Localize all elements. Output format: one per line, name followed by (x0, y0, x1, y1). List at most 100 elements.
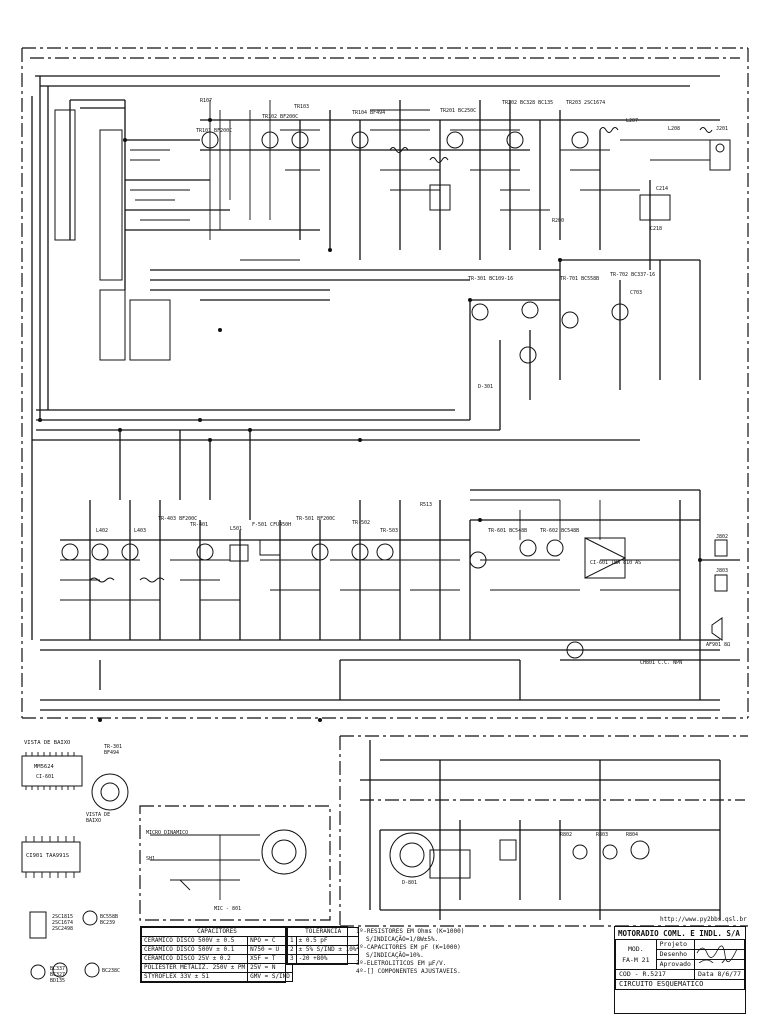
legend-type-bc327: BC327 (50, 972, 66, 978)
cap-row-5-code: GMV = S/IND (247, 972, 293, 982)
label-tr701: TR-701 BC558B (560, 276, 600, 282)
mic-label-mid: SH1 (146, 856, 156, 862)
label-r513: R513 (420, 502, 433, 508)
code-cell: COD - R.5217 (615, 969, 695, 980)
label-j802: J802 (716, 534, 729, 540)
model-value: FA-M 21 (622, 955, 650, 964)
label-tr202: TR202 BC328 BC135 (502, 100, 554, 106)
legend-ic-name: MM5624 (34, 764, 54, 770)
label-l501: L501 (230, 526, 243, 532)
label-tr203: TR203 2SC1674 (566, 100, 606, 106)
legend-type-bd135: BD135 (50, 978, 66, 984)
cap-row-2-type: CERAMICO DISCO 500V ± 0.1 (140, 945, 249, 955)
legend-type-2sc2498: 2SC2498 (52, 926, 74, 932)
label-tr101: TR101 BF200C (196, 128, 233, 134)
label-tr103: TR103 (294, 104, 310, 110)
tol-row-1-key: 1 (287, 936, 297, 946)
label-d301: D-301 (478, 384, 494, 390)
legend-type-bc239: BC239 (100, 920, 116, 926)
legend-type-bc558b: BC558B (100, 914, 119, 920)
legend-type-bc337: BC337 (50, 966, 66, 972)
tolerance-table-title: TOLERANCIA (286, 927, 360, 937)
label-tr602: TR-602 BC548B (540, 528, 580, 534)
legend-type-2sc1815: 2SC1815 (52, 914, 74, 920)
note-2b: S/INDICAÇÃO=10%. (366, 952, 424, 959)
cap-row-1-type: CERAMICO DISCO 500V ± 0.5 (140, 936, 249, 946)
model-label: MOD. (627, 944, 644, 953)
tolerance-table: TOLERANCIA 1± 0.5 pF 2± 5% S/IND ± 10% 3… (286, 926, 360, 965)
title-block: MOTORADIO COML. E INDL. S/A MOD. FA-M 21… (614, 926, 746, 1014)
tol-row-1-value: ± 0.5 pF (295, 936, 360, 946)
legend-transistor-label: TR-301 BF494 (104, 744, 123, 756)
label-tr503: TR-503 (380, 528, 399, 534)
label-c218: C218 (650, 226, 663, 232)
tol-row-3-key: 3 (287, 954, 297, 964)
label-f501: F-501 CFU450H (252, 522, 292, 528)
legend-transistor-group-3: BC337 BC327 BD135 (50, 966, 65, 984)
note-3: 3º-ELETROLITICOS EM µF/V. (356, 960, 447, 967)
label-c214: C214 (656, 186, 669, 192)
mic-block-wires (150, 834, 260, 900)
label-d801: D-801 (402, 880, 418, 886)
legend-type-2sc1674: 2SC1674 (52, 920, 74, 926)
row-aprovado-label: Aprovado (655, 959, 695, 970)
mic-label-top: MICRO DINAMICO (146, 830, 189, 836)
label-l208: L208 (668, 126, 681, 132)
note-2: 2º-CAPACITORES EM pF (K=1000) (356, 944, 461, 951)
cap-row-5-type: STYROFLEX 33V ± 51 (140, 972, 249, 982)
label-j201: J201 (716, 126, 729, 132)
legend-ic-pinout (21, 752, 100, 980)
legend-transistor-group-2: BC558B BC239 (100, 914, 118, 926)
legend-transistor-group-1: 2SC1815 2SC1674 2SC2498 (52, 914, 73, 932)
frame-dashed-inner (30, 57, 748, 927)
label-af901: AF901 8Ω (706, 642, 731, 648)
label-tr502: TR-502 (352, 520, 371, 526)
note-1b: S/INDICAÇÃO=1/8W±5%. (366, 936, 439, 943)
junction-dots (38, 118, 702, 722)
label-r804: R804 (626, 832, 639, 838)
company-name: MOTORADIO COML. E INDL. S/A (618, 929, 740, 938)
label-tr301: TR-301 BC109-16 (468, 276, 514, 282)
mic-block-border (139, 805, 331, 921)
date-cell: Data 8/6/77 (693, 969, 746, 980)
label-tr501: TR-501 BF200C (296, 516, 336, 522)
model-cell: MOD. FA-M 21 (615, 939, 657, 970)
label-c703: C703 (630, 290, 643, 296)
label-l207: L207 (626, 118, 639, 124)
row-projeto-label: Projeto (655, 939, 695, 950)
label-j803: J803 (716, 568, 729, 574)
legend-ic-bottom: CI901 TAA991S (26, 853, 70, 859)
tol-row-2-value: ± 5% S/IND ± 10% (295, 945, 360, 955)
label-tr702: TR-702 BC337-16 (610, 272, 656, 278)
connector-symbols (91, 773, 517, 879)
label-tr104: TR104 BF494 (352, 110, 386, 116)
tol-row-2-key: 2 (287, 945, 297, 955)
label-l402: L402 (96, 528, 109, 534)
label-tr403: TR-403 BF200C (158, 516, 198, 522)
tol-row-3-value: -20 +80% (295, 954, 360, 964)
cap-row-3-type: CERAMICO DISCO 25V ± 0.2 (140, 954, 249, 964)
label-r107: R107 (200, 98, 213, 104)
cap-row-4-type: POLIESTER METALIZ. 250V ± PM (140, 963, 249, 973)
legend-ic-sub: CI-601 (36, 774, 55, 780)
transistor-symbols (61, 131, 725, 860)
drawing-title: CIRCUITO ESQUEMATICO (615, 979, 745, 990)
label-r802: R802 (560, 832, 573, 838)
label-tr102: TR102 BF200C (262, 114, 299, 120)
note-4: 4º-[] COMPONENTES AJUSTAVEIS. (356, 968, 461, 975)
label-l403: L403 (134, 528, 147, 534)
frame-dashed-outer (21, 47, 749, 719)
block-components (54, 109, 731, 641)
source-url: http://www.py2bbs.qsl.br (660, 916, 747, 923)
legend-vista-de-baixo-left: VISTA DE BAIXO (24, 740, 71, 746)
label-r200: R200 (552, 218, 565, 224)
signature-scribble (696, 945, 738, 963)
label-ch801: CH801 C.C. NPN (640, 660, 683, 666)
legend-type-bc238c: BC238C (102, 968, 121, 974)
label-tr401: TR-401 (190, 522, 209, 528)
notes-block: 1º-RESISTORES EM Ohms (K=1000) S/INDICAÇ… (356, 928, 464, 976)
wire-network (31, 75, 740, 920)
label-ci601: CI-601 TBA 810 AS (590, 560, 642, 566)
